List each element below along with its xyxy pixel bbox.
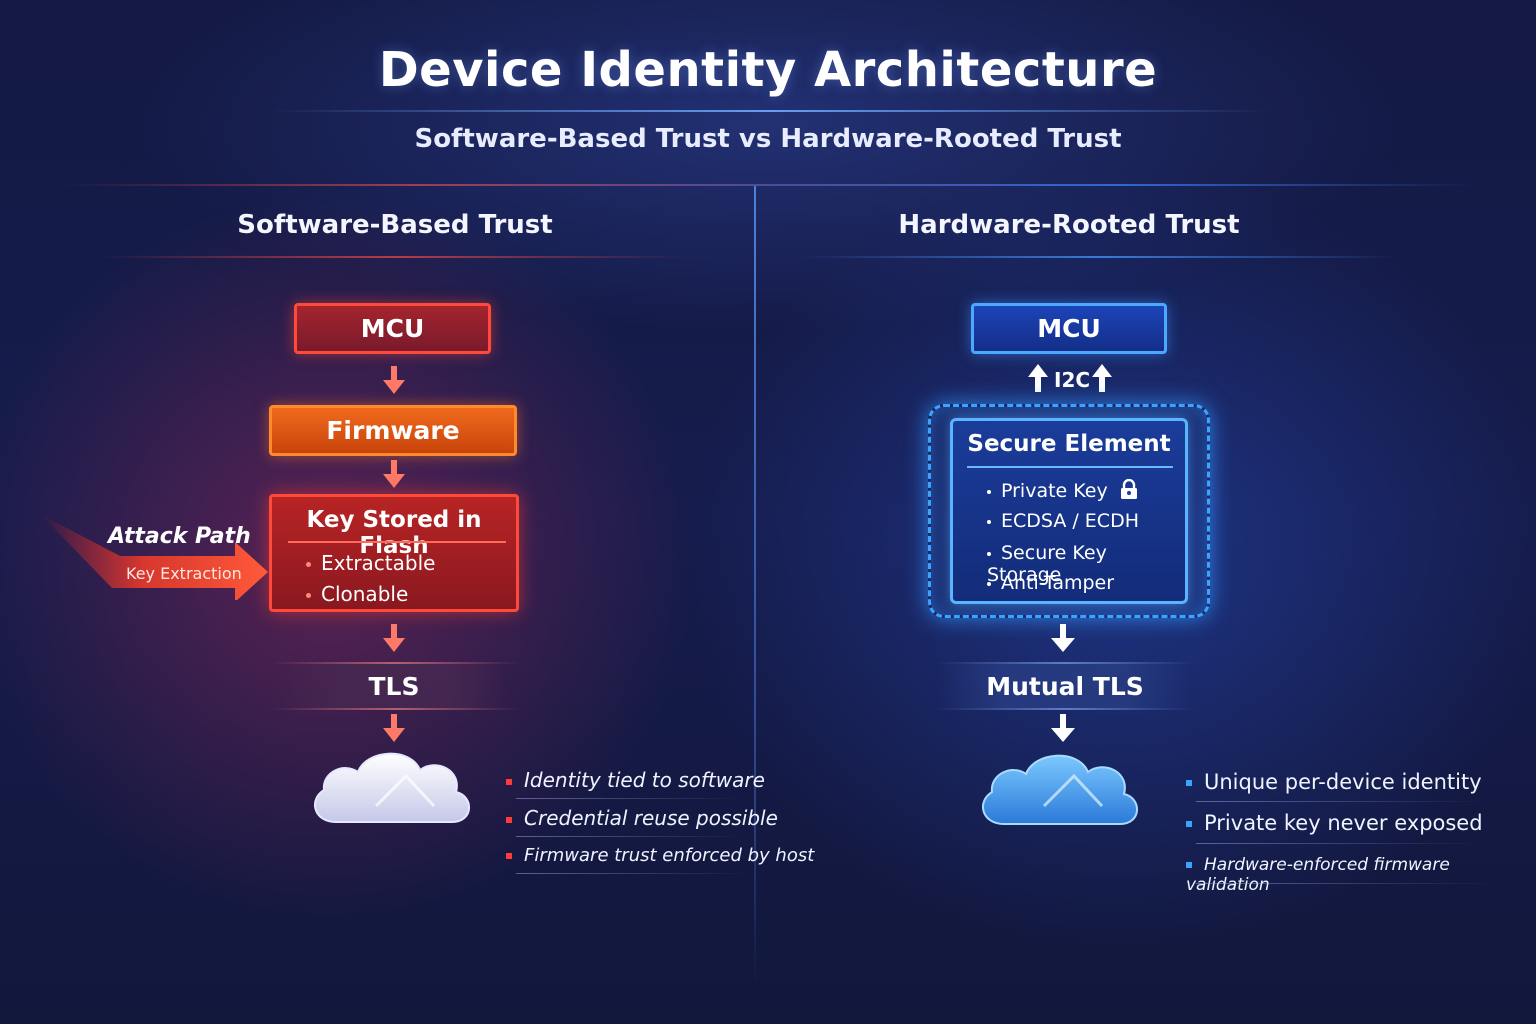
column-divider (754, 186, 756, 986)
software-note: Credential reuse possible (506, 806, 778, 830)
secure-element-box: Secure Element Private Key ECDSA / ECDH … (950, 418, 1188, 604)
hardware-note: Hardware-enforced firmware validation (1186, 855, 1450, 895)
hardware-note: Private key never exposed (1186, 811, 1483, 835)
secure-element-rule (967, 466, 1173, 468)
header-divider (60, 184, 1476, 186)
hardware-heading-rule (800, 256, 1400, 258)
software-trust-heading: Software-Based Trust (237, 210, 553, 240)
note-rule (516, 873, 746, 874)
software-note: Identity tied to software (506, 768, 765, 792)
key-stored-in-flash-box: Key Stored in Flash Extractable Clonable (269, 494, 519, 612)
lock-icon (1120, 478, 1137, 499)
secure-element-item: Anti-Tamper (987, 572, 1114, 594)
attack-path-title: Attack Path (108, 524, 251, 549)
i2c-bus-label: I2C (1054, 368, 1091, 392)
secure-element-title: Secure Element (967, 431, 1171, 457)
key-box-item: Extractable (306, 551, 435, 575)
up-arrow-icon (1092, 364, 1112, 392)
mutual-tls-label: Mutual TLS (940, 664, 1190, 708)
key-box-rule (288, 541, 506, 543)
title-underline (270, 110, 1270, 112)
key-extraction-label: Key Extraction (126, 564, 242, 583)
attack-path-arrow (40, 514, 268, 600)
cloud-icon (313, 752, 470, 823)
hardware-trust-heading: Hardware-Rooted Trust (898, 210, 1240, 240)
page-title: Device Identity Architecture (378, 42, 1158, 98)
down-arrow-icon (383, 460, 405, 488)
note-rule (516, 798, 746, 799)
key-box-title: Key Stored in Flash (306, 507, 482, 559)
software-mcu-box: MCU (294, 303, 491, 354)
tls-top-rule (270, 662, 520, 664)
cloud-icon (981, 754, 1138, 825)
note-rule (516, 836, 746, 837)
down-arrow-icon (383, 714, 405, 742)
note-rule (1196, 883, 1496, 884)
hardware-note: Unique per-device identity (1186, 770, 1482, 794)
secure-element-item: ECDSA / ECDH (987, 510, 1139, 532)
mutual-tls-top-rule (935, 662, 1195, 664)
firmware-box: Firmware (269, 405, 517, 456)
secure-element-item: Secure Key Storage (987, 542, 1107, 586)
software-note: Firmware trust enforced by host (506, 845, 814, 866)
up-arrow-icon (1028, 364, 1048, 392)
page-subtitle: Software-Based Trust vs Hardware-Rooted … (414, 124, 1122, 154)
hardware-mcu-box: MCU (971, 303, 1167, 354)
software-heading-rule (100, 256, 690, 258)
key-box-item: Clonable (306, 582, 408, 606)
secure-element-item: Private Key (987, 478, 1138, 502)
down-arrow-icon (383, 366, 405, 394)
down-arrow-icon (1051, 714, 1075, 742)
tls-bottom-rule (270, 708, 520, 710)
note-rule (1196, 801, 1486, 802)
down-arrow-icon (1051, 624, 1075, 652)
tls-label: TLS (280, 664, 508, 708)
mutual-tls-bottom-rule (935, 708, 1195, 710)
secure-element-glow-frame (928, 404, 1210, 618)
down-arrow-icon (383, 624, 405, 652)
note-rule (1196, 843, 1486, 844)
